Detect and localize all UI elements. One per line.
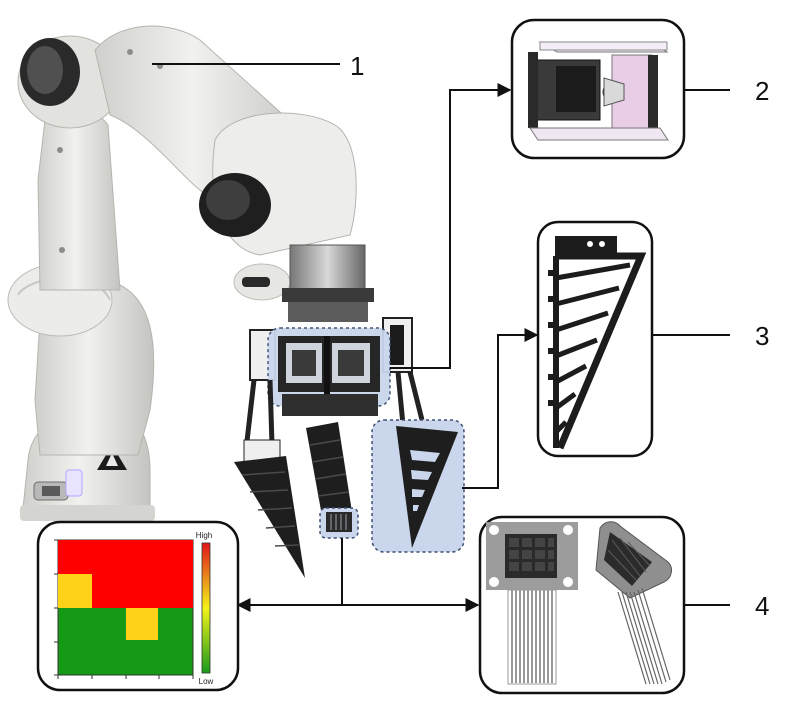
- panel-servo-housing: [510, 18, 686, 160]
- connector-lines: [152, 63, 730, 612]
- left-finger-ribs: [241, 471, 300, 547]
- robot-arm: [7, 25, 374, 521]
- robot-flange: [289, 244, 366, 291]
- callout-label-2: 2: [755, 76, 769, 106]
- callout-label-4: 4: [755, 591, 769, 621]
- arrow-to-panel-2: [390, 83, 512, 369]
- middle-finger-ribs: [309, 439, 350, 497]
- heatmap-cell-mid-1: [58, 574, 92, 608]
- servo-actuator: [278, 336, 380, 396]
- right-finger-slots: [410, 450, 440, 511]
- panel-tactile-sensor: [478, 515, 686, 695]
- colorbar-high-label: High: [196, 531, 212, 540]
- middle-finger-sensor: [326, 512, 352, 532]
- robot-base-plate: [20, 505, 155, 521]
- callout-label-3: 3: [755, 321, 769, 351]
- gripper-assembly: [234, 317, 465, 578]
- connector-ports: [33, 469, 83, 501]
- panel-heatmap: High Low: [36, 520, 240, 692]
- middle-finger: [306, 422, 352, 516]
- colorbar-low-label: Low: [199, 677, 214, 686]
- callout-label-1: 1: [350, 51, 364, 81]
- flange-ring: [282, 288, 374, 302]
- robot-middle-link: [37, 108, 121, 291]
- heatmap-colorbar: [201, 542, 211, 674]
- left-finger: [234, 456, 305, 578]
- heatmap-cell-mid-2: [126, 608, 158, 640]
- panel-finray-finger: [536, 220, 654, 458]
- arrow-to-panel-3: [462, 328, 539, 489]
